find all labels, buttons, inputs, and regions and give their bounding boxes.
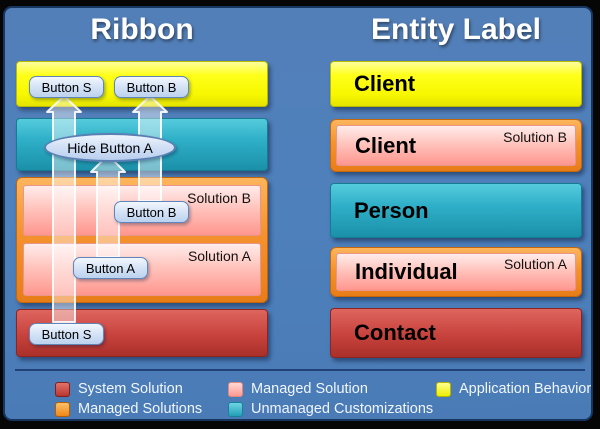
app-button-s: Button S [29,76,104,98]
entity-label-text: Individual [355,259,458,284]
app-button-b: Button B [114,76,189,98]
legend-item-managed-solution: Managed Solution [228,381,368,397]
managed-solutions-swatch-icon [55,401,70,417]
entity-row-individual-solution-a: Individual Solution A [330,247,582,297]
managed-solution-swatch-icon [228,381,243,397]
entity-managed-inner: Client [336,125,576,166]
entity-label-title: Entity Label [370,13,542,46]
ribbon-title: Ribbon [90,13,194,46]
system-solution-swatch-icon [55,381,70,397]
entity-managed-inner: Individual [336,253,576,291]
solution-a-tag: Solution A [187,248,251,264]
legend-label: Application Behavior [459,381,592,397]
solution-b-tag: Solution B [187,190,251,206]
legend-item-system-solution: System Solution [55,381,183,397]
solution-b-layer: Solution B Button B [23,185,261,236]
solution-b-button: Button B [114,201,189,223]
entity-label-text: Client [354,71,416,96]
legend-label: Unmanaged Customizations [251,401,434,417]
system-button-s: Button S [29,323,104,345]
legend-item-unmanaged-customizations: Unmanaged Customizations [228,401,433,417]
ribbon-managed-container: Solution B Button B Solution A Button A [16,177,268,303]
legend-item-application-behavior: Application Behavior [436,381,591,397]
legend-label: System Solution [78,381,183,397]
ribbon-application-layer: Button S Button B [16,61,268,107]
entity-row-client-application: Client [330,61,582,107]
entity-label-text: Client [355,132,417,158]
entity-row-person-unmanaged: Person [330,183,582,238]
entity-solution-a-tag: Solution A [503,256,567,272]
hide-button-a-pill: Hide Button A [44,133,176,162]
legend-separator [15,369,585,371]
ribbon-system-layer: Button S [16,309,268,357]
entity-row-client-solution-b: Client Solution B [330,119,582,172]
entity-row-contact-system: Contact [330,308,582,358]
solution-a-layer: Solution A Button A [23,243,261,296]
application-behavior-swatch-icon [436,381,451,397]
legend-label: Managed Solution [251,381,368,397]
solution-a-button: Button A [73,257,148,279]
legend-label: Managed Solutions [78,401,203,417]
entity-solution-b-tag: Solution B [503,129,567,145]
unmanaged-customizations-swatch-icon [228,401,243,417]
ribbon-unmanaged-layer: Hide Button A [16,118,268,171]
legend-item-managed-solutions: Managed Solutions [55,401,202,417]
entity-label-text: Contact [354,320,436,345]
entity-label-text: Person [354,197,429,223]
